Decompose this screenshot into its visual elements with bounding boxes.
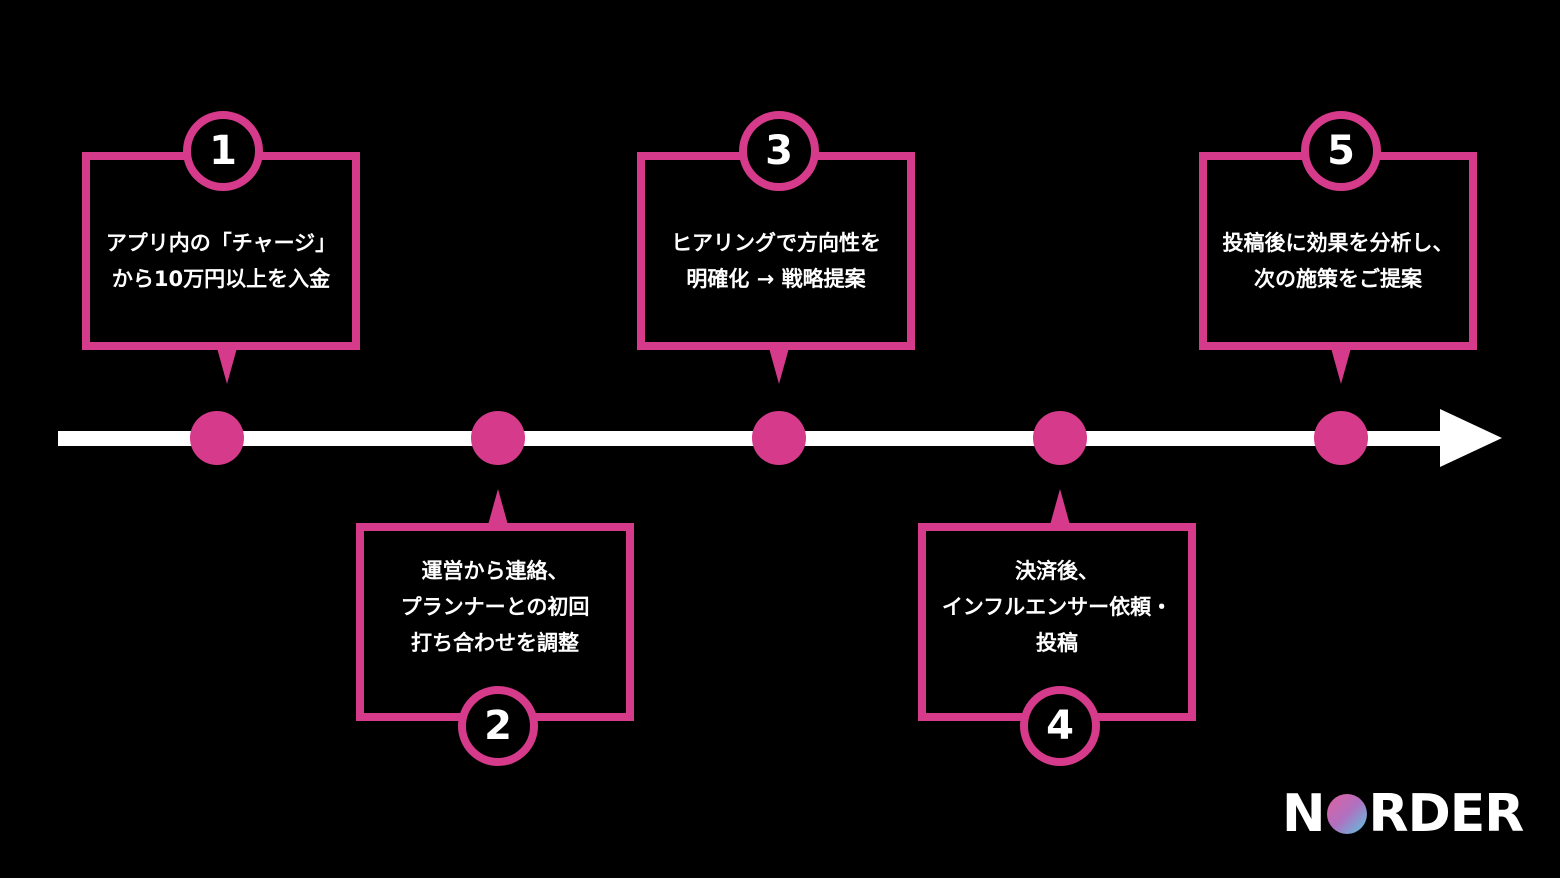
- step-3-text: ヒアリングで方向性を 明確化 → 戦略提案: [671, 231, 881, 291]
- step-5-pointer: [1331, 348, 1351, 384]
- step-1-pointer: [217, 348, 237, 384]
- timeline-dot-5: [1314, 411, 1368, 465]
- step-1-text: アプリ内の「チャージ」 から10万円以上を入金: [105, 231, 337, 291]
- step-4-text: 決済後、 インフルエンサー依頼・ 投稿: [941, 559, 1173, 655]
- step-2-pointer: [488, 489, 508, 525]
- logo-text-start: N: [1282, 784, 1326, 844]
- step-4-number: 4: [1020, 686, 1100, 766]
- step-2-number: 2: [458, 686, 538, 766]
- step-5-number: 5: [1301, 111, 1381, 191]
- norder-logo: N RDER: [1282, 784, 1524, 844]
- gradient-circle-icon: [1326, 794, 1367, 834]
- step-4-pointer: [1050, 489, 1070, 525]
- timeline-dot-2: [471, 411, 525, 465]
- step-3-pointer: [769, 348, 789, 384]
- timeline-dot-3: [752, 411, 806, 465]
- step-1-number: 1: [183, 111, 263, 191]
- timeline-dot-4: [1033, 411, 1087, 465]
- timeline-dot-1: [190, 411, 244, 465]
- step-3-number: 3: [739, 111, 819, 191]
- timeline-arrowhead: [1440, 409, 1502, 467]
- step-2-text: 運営から連絡、 プランナーとの初回 打ち合わせを調整: [400, 559, 590, 655]
- step-5-text: 投稿後に効果を分析し、 次の施策をご提案: [1222, 231, 1454, 291]
- step-1-box: アプリ内の「チャージ」 から10万円以上を入金: [82, 152, 360, 350]
- logo-text-end: RDER: [1368, 784, 1525, 844]
